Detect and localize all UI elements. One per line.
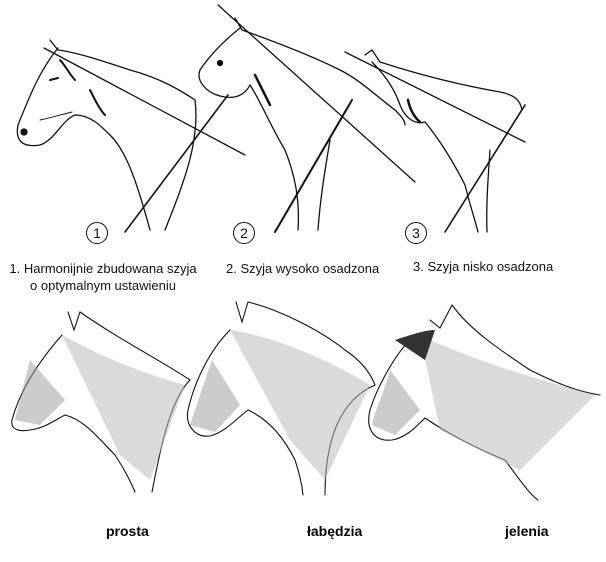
label-ewe-neck: jelenia (505, 523, 549, 539)
number-3-badge: 3 (405, 222, 427, 244)
horse-head-swan-neck (186, 301, 376, 496)
label-swan-neck: łabędzia (307, 523, 363, 539)
number-2-badge: 2 (233, 222, 255, 244)
caption-1-line-1: 1. Harmonijnie zbudowana szyja (9, 261, 197, 276)
horse-3-low-set-neck (344, 49, 526, 233)
caption-1-line-2: o optymalnym ustawieniu (30, 278, 176, 293)
horse-head-straight-neck (11, 311, 191, 493)
caption-2: 2. Szyja wysoko osadzona (226, 261, 380, 276)
horse-1-harmonious-neck (16, 39, 246, 233)
label-straight-neck: prosta (106, 523, 149, 539)
caption-3: 3. Szyja nisko osadzona (413, 259, 554, 274)
number-1-badge: 1 (86, 222, 108, 244)
horse-2-high-set-neck (198, 4, 416, 233)
horse-head-ewe-neck (368, 303, 601, 501)
caption-1: 1. Harmonijnie zbudowana szyja o optymal… (3, 260, 203, 294)
